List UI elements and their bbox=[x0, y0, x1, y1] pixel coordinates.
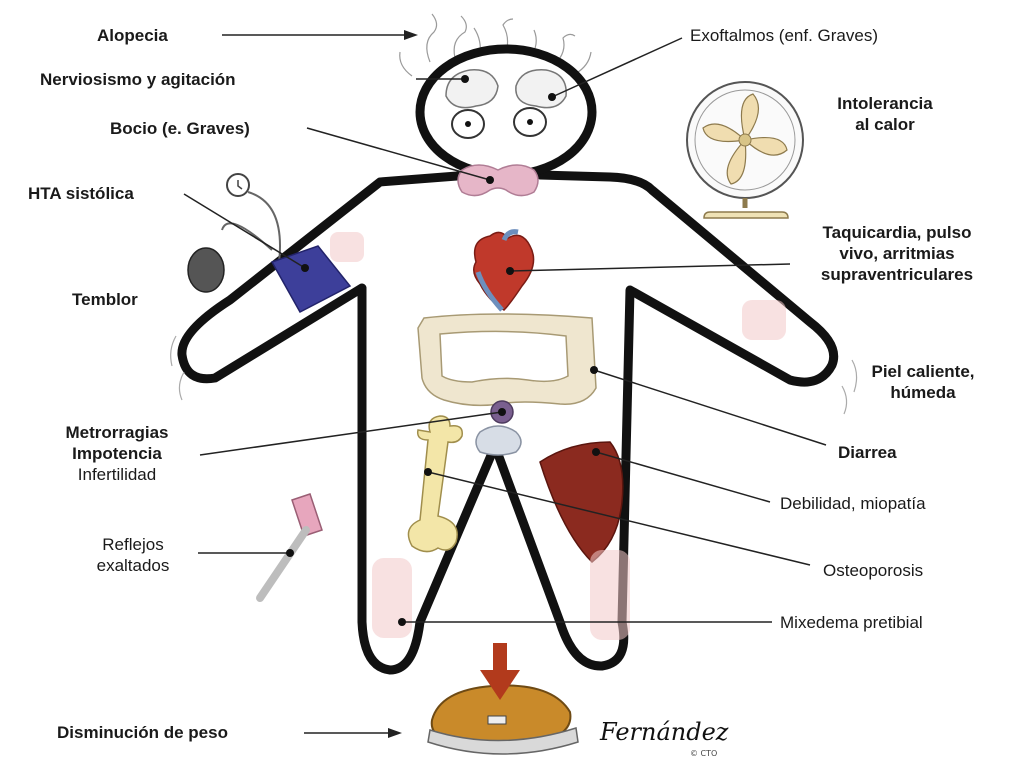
leader-dots bbox=[286, 75, 600, 626]
leader-osteoporosis bbox=[427, 471, 811, 566]
leader-exoftalmos bbox=[551, 37, 683, 98]
thyroid-goiter bbox=[457, 164, 539, 197]
muscle-tissue bbox=[539, 441, 624, 563]
leader-bocio bbox=[306, 127, 491, 181]
label-intolerancia: Intolerancia al calor bbox=[837, 94, 933, 134]
label-metrorragias: Metrorragias Impotencia Infertilidad bbox=[65, 423, 169, 484]
uterus-pelvis bbox=[475, 400, 522, 456]
downward-arrow bbox=[480, 643, 520, 700]
label-nerviosismo: Nerviosismo y agitación bbox=[40, 70, 236, 89]
blood-pressure-cuff bbox=[187, 173, 352, 314]
label-hta: HTA sistólica bbox=[28, 184, 134, 203]
label-peso: Disminución de peso bbox=[57, 723, 228, 742]
signature: Fernández bbox=[599, 718, 729, 746]
label-osteoporosis: Osteoporosis bbox=[823, 561, 924, 580]
arrowheads bbox=[388, 30, 418, 738]
reflex-hammer bbox=[256, 493, 323, 602]
label-debilidad: Debilidad, miopatía bbox=[780, 494, 926, 513]
skin-patches bbox=[330, 232, 786, 640]
body-outline bbox=[177, 170, 839, 675]
leader-hta bbox=[183, 193, 306, 269]
leader-lines bbox=[183, 34, 827, 734]
heart bbox=[473, 229, 535, 312]
label-reflejos: Reflejos exaltados bbox=[96, 535, 170, 575]
leader-debilidad bbox=[595, 451, 771, 503]
weight-scale bbox=[427, 684, 579, 755]
label-diarrea: Diarrea bbox=[838, 443, 897, 462]
label-mixedema: Mixedema pretibial bbox=[780, 613, 923, 632]
head-outline bbox=[415, 44, 597, 180]
label-taquicardia: Taquicardia, pulso vivo, arritmias supra… bbox=[820, 223, 974, 284]
label-temblor: Temblor bbox=[72, 290, 138, 309]
label-piel: Piel caliente, húmeda bbox=[871, 362, 975, 402]
copyright-mark: © CTO bbox=[690, 749, 717, 758]
label-bocio: Bocio (e. Graves) bbox=[110, 119, 250, 138]
tremor-marks bbox=[170, 335, 858, 415]
bulging-eyes bbox=[451, 107, 547, 139]
label-alopecia: Alopecia bbox=[97, 26, 168, 45]
leader-taquicardia bbox=[509, 263, 791, 272]
leader-metrorragias bbox=[199, 411, 503, 456]
femur-bone bbox=[407, 415, 463, 553]
label-exoftalmos: Exoftalmos (enf. Graves) bbox=[690, 26, 879, 45]
electric-fan bbox=[686, 81, 804, 219]
colon-intestine bbox=[417, 313, 597, 407]
leader-diarrea bbox=[593, 369, 827, 446]
